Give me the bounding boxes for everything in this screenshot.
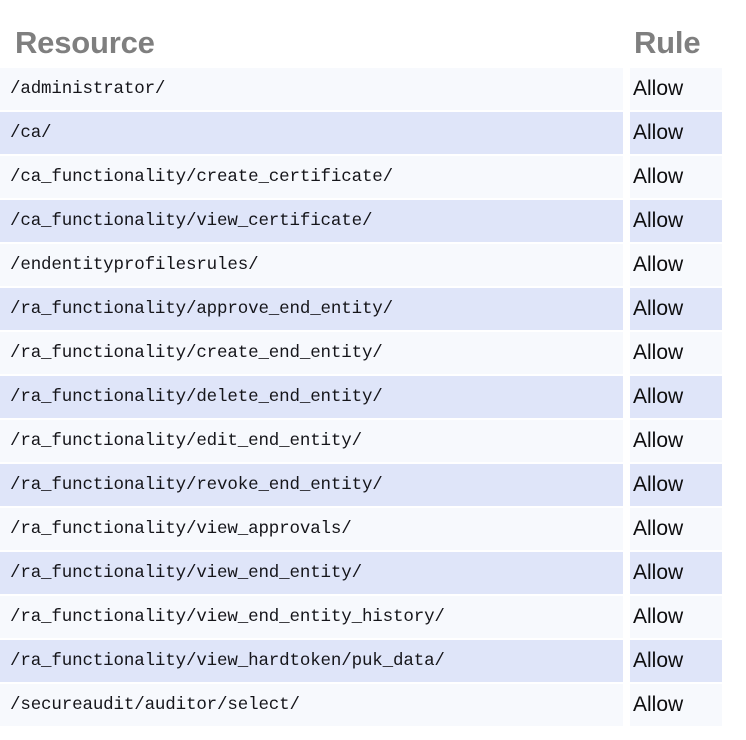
cell-rule: Allow [630,508,722,550]
cell-resource: /ra_functionality/view_end_entity/ [0,552,623,594]
cell-rule: Allow [630,244,722,286]
cell-rule: Allow [630,156,722,198]
cell-resource: /ra_functionality/view_end_entity_histor… [0,596,623,638]
cell-resource: /ra_functionality/create_end_entity/ [0,332,623,374]
cell-resource: /ra_functionality/view_hardtoken/puk_dat… [0,640,623,682]
cell-resource: /ca_functionality/view_certificate/ [0,200,623,242]
table-row: /administrator/Allow [0,68,746,112]
table-row: /secureaudit/auditor/select/Allow [0,684,746,728]
table-row: /ra_functionality/view_hardtoken/puk_dat… [0,640,746,684]
column-header-resource: Resource [15,25,155,60]
cell-rule: Allow [630,640,722,682]
table-body: /administrator/Allow/ca/Allow/ca_functio… [0,68,746,728]
table-row: /ra_functionality/create_end_entity/Allo… [0,332,746,376]
cell-rule: Allow [630,200,722,242]
cell-resource: /ca_functionality/create_certificate/ [0,156,623,198]
cell-resource: /administrator/ [0,68,623,110]
cell-resource: /ra_functionality/view_approvals/ [0,508,623,550]
table-row: /ca_functionality/create_certificate/All… [0,156,746,200]
cell-rule: Allow [630,552,722,594]
cell-resource: /secureaudit/auditor/select/ [0,684,623,726]
cell-rule: Allow [630,596,722,638]
cell-resource: /endentityprofilesrules/ [0,244,623,286]
cell-rule: Allow [630,68,722,110]
table-row: /ra_functionality/view_end_entity/Allow [0,552,746,596]
cell-resource: /ra_functionality/edit_end_entity/ [0,420,623,462]
table-row: /endentityprofilesrules/Allow [0,244,746,288]
column-header-rule: Rule [634,25,701,60]
table-row: /ra_functionality/delete_end_entity/Allo… [0,376,746,420]
cell-rule: Allow [630,288,722,330]
table-row: /ca/Allow [0,112,746,156]
cell-resource: /ra_functionality/approve_end_entity/ [0,288,623,330]
cell-rule: Allow [630,684,722,726]
table-row: /ra_functionality/view_approvals/Allow [0,508,746,552]
cell-rule: Allow [630,464,722,506]
table-header-row: Resource Rule [0,0,746,68]
table-row: /ra_functionality/edit_end_entity/Allow [0,420,746,464]
cell-rule: Allow [630,112,722,154]
cell-rule: Allow [630,376,722,418]
table-row: /ra_functionality/view_end_entity_histor… [0,596,746,640]
cell-rule: Allow [630,420,722,462]
table-row: /ra_functionality/revoke_end_entity/Allo… [0,464,746,508]
cell-resource: /ca/ [0,112,623,154]
table-row: /ca_functionality/view_certificate/Allow [0,200,746,244]
cell-rule: Allow [630,332,722,374]
cell-resource: /ra_functionality/revoke_end_entity/ [0,464,623,506]
table-row: /ra_functionality/approve_end_entity/All… [0,288,746,332]
cell-resource: /ra_functionality/delete_end_entity/ [0,376,623,418]
